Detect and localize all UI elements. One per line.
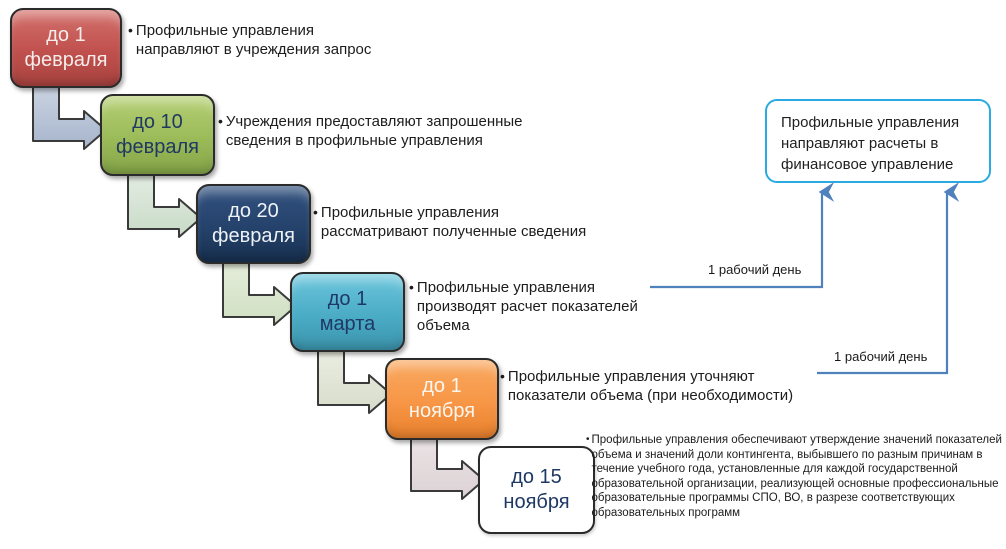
bullet-icon: •	[128, 22, 133, 38]
step-description-4: • Профильные управления производят расче…	[409, 278, 677, 335]
arrow-label-2: 1 рабочий день	[834, 349, 928, 364]
step-description-1: • Профильные управления направляют в учр…	[128, 21, 396, 59]
bullet-icon: •	[313, 204, 318, 220]
bullet-icon: •	[586, 434, 590, 445]
bent-arrow-connector-1	[32, 83, 107, 150]
step-block-feb1: до 1 февраля	[10, 8, 122, 88]
step-description-text: Профильные управления рассматривают полу…	[320, 204, 587, 240]
step-date: до 15 ноября	[503, 466, 570, 513]
step-date: до 1 ноября	[408, 375, 476, 422]
step-block-feb20: до 20 февраля	[196, 184, 311, 264]
step-description-text: Профильные управления уточняют показател…	[507, 368, 794, 404]
step-date: до 20 февраля	[212, 200, 295, 247]
step-description-text: Профильные управления обеспечивают утвер…	[591, 434, 1002, 519]
step-description-3: • Профильные управления рассматривают по…	[313, 203, 609, 241]
step-description-text: Учреждения предоставляют запрошенные све…	[225, 113, 523, 149]
bent-arrow-connector-5	[410, 433, 485, 500]
step-description-2: • Учреждения предоставляют запрошенные с…	[218, 112, 524, 150]
bent-arrow-connector-2	[127, 171, 202, 238]
callout-text: Профильные управления направляют расчеты…	[781, 114, 960, 173]
step-block-feb10: до 10 февраля	[100, 94, 215, 176]
step-block-nov1: до 1 ноября	[385, 358, 499, 440]
bullet-icon: •	[409, 279, 414, 295]
callout-finance: Профильные управления направляют расчеты…	[765, 99, 991, 183]
step-description-text: Профильные управления производят расчет …	[416, 279, 638, 334]
step-description-text: Профильные управления направляют в учреж…	[135, 22, 372, 58]
bent-arrow-connector-3	[222, 259, 297, 326]
step-block-nov15: до 15 ноября	[478, 446, 595, 534]
step-date: до 1 февраля	[24, 24, 108, 71]
bent-arrow-connector-4	[317, 347, 392, 414]
step-description-5: • Профильные управления уточняют показат…	[500, 367, 800, 405]
bullet-icon: •	[218, 113, 223, 129]
step-block-mar1: до 1 марта	[290, 272, 405, 352]
bullet-icon: •	[500, 368, 505, 384]
step-date: до 10 февраля	[116, 111, 199, 158]
arrow-label-1: 1 рабочий день	[708, 262, 802, 277]
step-date: до 1 марта	[319, 288, 376, 335]
arrow-to-finance-2	[817, 182, 960, 375]
step-description-6: • Профильные управления обеспечивают утв…	[586, 433, 1002, 521]
